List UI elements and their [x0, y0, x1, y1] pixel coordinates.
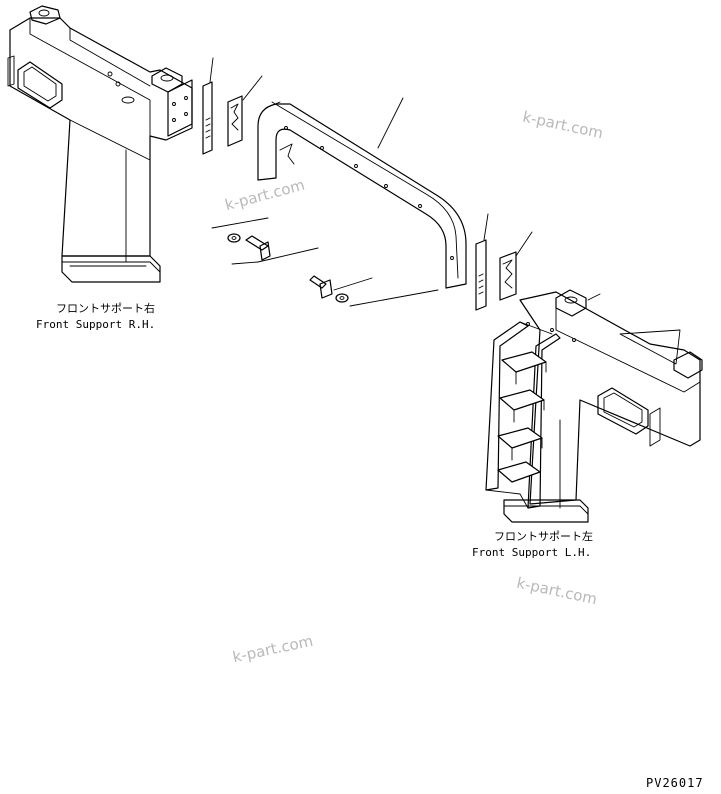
label-front-support-rh-en: Front Support R.H.	[36, 318, 156, 331]
drawing-code: PV26017	[646, 776, 704, 790]
label-front-support-lh-jp: フロントサポート左	[494, 530, 593, 543]
bolts-washers	[211, 217, 439, 307]
label-front-support-lh-en: Front Support L.H.	[472, 546, 592, 559]
label-front-support-rh-jp: フロントサポート右	[56, 302, 155, 315]
front-support-rh	[7, 5, 193, 283]
shim-plates-lower	[475, 213, 533, 311]
cross-bar	[257, 97, 467, 289]
shim-plates-upper	[202, 57, 263, 155]
front-support-lh	[485, 289, 703, 523]
